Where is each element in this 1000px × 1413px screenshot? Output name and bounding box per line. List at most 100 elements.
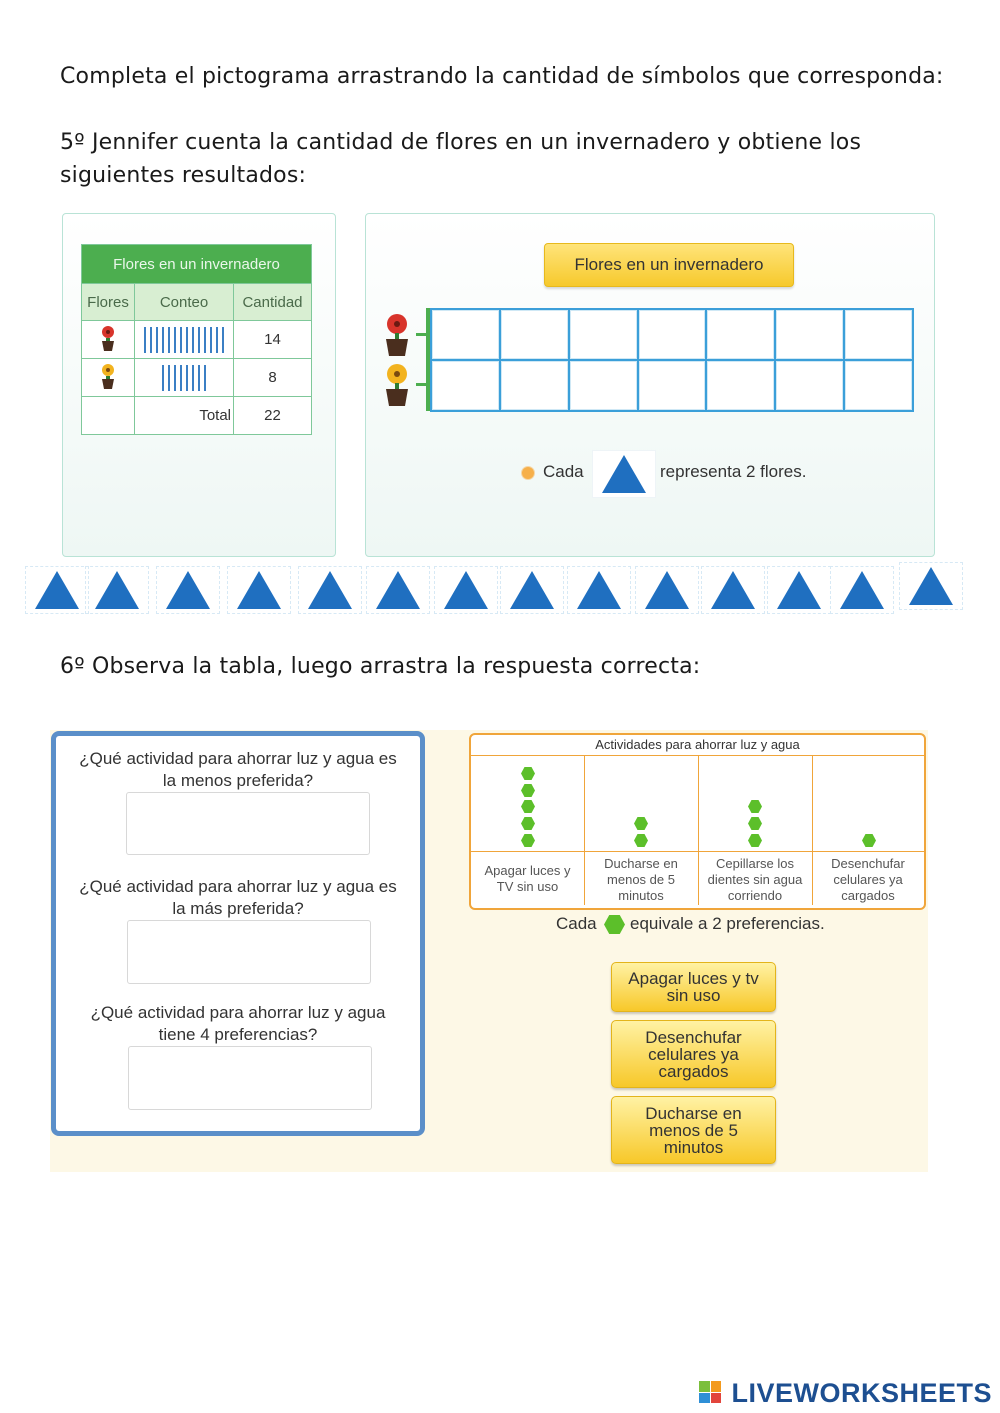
tally-mark bbox=[216, 326, 218, 353]
tally-mark bbox=[150, 326, 152, 353]
triangle-icon[interactable] bbox=[434, 566, 498, 614]
pictogram-drop-grid[interactable] bbox=[430, 308, 914, 412]
drop-cell[interactable] bbox=[638, 361, 706, 410]
tally-table-caption: Flores en un invernadero bbox=[81, 244, 312, 284]
tally-mark bbox=[186, 364, 188, 391]
tally-mark bbox=[174, 326, 176, 353]
triangle-icon[interactable] bbox=[298, 566, 362, 614]
question-3: ¿Qué actividad para ahorrar luz y agua t… bbox=[90, 1003, 386, 1044]
tally-marks-yellow bbox=[134, 358, 234, 397]
drop-cell[interactable] bbox=[845, 361, 912, 410]
tally-mark bbox=[180, 364, 182, 391]
tally-mark bbox=[210, 326, 212, 353]
tally-mark bbox=[144, 326, 146, 353]
question-1: ¿Qué actividad para ahorrar luz y agua e… bbox=[79, 749, 397, 790]
axis-tick bbox=[416, 383, 428, 386]
legend-pre: Cada bbox=[543, 462, 584, 481]
triangle-icon[interactable] bbox=[830, 566, 894, 614]
yellow-flower-icon bbox=[81, 358, 135, 397]
drop-cell[interactable] bbox=[638, 310, 706, 359]
tally-mark bbox=[162, 364, 164, 391]
yellow-flower-icon bbox=[386, 364, 408, 406]
column-label: Cepillarse los dientes sin agua corriend… bbox=[707, 856, 803, 903]
hexagon-icon bbox=[634, 817, 648, 830]
drop-cell[interactable] bbox=[707, 310, 775, 359]
tally-mark bbox=[186, 326, 188, 353]
divider bbox=[471, 851, 924, 852]
exercise5-prompt-line1: 5º Jennifer cuenta la cantidad de flores… bbox=[60, 130, 862, 155]
activities-pictogram-title: Actividades para ahorrar luz y agua bbox=[471, 735, 924, 756]
red-flower-icon bbox=[81, 320, 135, 359]
pictogram-title: Flores en un invernadero bbox=[544, 243, 794, 287]
drop-cell[interactable] bbox=[432, 361, 499, 410]
questions-panel: ¿Qué actividad para ahorrar luz y agua e… bbox=[51, 731, 425, 1136]
legend2-post: equivale a 2 preferencias. bbox=[630, 914, 825, 933]
answer-drop-zone-2[interactable] bbox=[127, 920, 371, 984]
instructions-text: Completa el pictograma arrastrando la ca… bbox=[60, 64, 944, 89]
triangle-icon[interactable] bbox=[227, 566, 291, 614]
tally-mark bbox=[168, 326, 170, 353]
hexagon-icon bbox=[634, 834, 648, 847]
triangle-icon[interactable] bbox=[500, 566, 564, 614]
legend-bullet-icon bbox=[521, 466, 535, 480]
tally-table: Flores en un invernadero Flores Conteo C… bbox=[81, 244, 312, 435]
pictogram-axis bbox=[426, 308, 430, 411]
liveworksheets-logo: LIVEWORKSHEETS bbox=[731, 1378, 992, 1408]
hexagon-icon bbox=[521, 817, 535, 830]
tally-mark bbox=[192, 326, 194, 353]
drop-cell[interactable] bbox=[500, 310, 568, 359]
activities-pictogram: Actividades para ahorrar luz y agua Apag… bbox=[469, 733, 926, 910]
hexagon-icon bbox=[748, 800, 762, 813]
drop-cell[interactable] bbox=[776, 310, 844, 359]
answer-drop-zone-1[interactable] bbox=[126, 792, 370, 855]
tally-mark bbox=[174, 364, 176, 391]
drop-cell[interactable] bbox=[707, 361, 775, 410]
table-row: 8 bbox=[81, 358, 312, 397]
drop-cell[interactable] bbox=[569, 361, 637, 410]
triangle-icon[interactable] bbox=[85, 566, 149, 614]
hexagon-icon bbox=[604, 915, 625, 934]
table-row: 14 bbox=[81, 320, 312, 359]
triangle-icon bbox=[592, 450, 656, 498]
drop-cell[interactable] bbox=[500, 361, 568, 410]
tally-mark bbox=[156, 326, 158, 353]
hexagon-icon bbox=[521, 800, 535, 813]
triangle-icon[interactable] bbox=[366, 566, 430, 614]
tally-mark bbox=[222, 326, 224, 353]
hexagon-icon bbox=[521, 834, 535, 847]
column-desenchufar: Desenchufar celulares ya cargados bbox=[812, 755, 924, 905]
hexagon-icon bbox=[748, 834, 762, 847]
tally-mark bbox=[198, 326, 200, 353]
exercise6-prompt: 6º Observa la tabla, luego arrastra la r… bbox=[60, 654, 701, 679]
drop-cell[interactable] bbox=[569, 310, 637, 359]
triangle-icon[interactable] bbox=[899, 562, 963, 610]
tally-marks-red bbox=[134, 320, 234, 359]
liveworksheets-logo-icon bbox=[699, 1381, 721, 1403]
answer-drop-zone-3[interactable] bbox=[128, 1046, 372, 1110]
hexagon-icon bbox=[521, 767, 535, 780]
triangle-icon[interactable] bbox=[701, 566, 765, 614]
tally-mark bbox=[192, 364, 194, 391]
column-label: Apagar luces y TV sin uso bbox=[484, 863, 571, 894]
header-conteo: Conteo bbox=[134, 283, 234, 321]
legend2-pre: Cada bbox=[556, 914, 597, 933]
triangle-icon[interactable] bbox=[25, 566, 89, 614]
drop-cell[interactable] bbox=[432, 310, 499, 359]
question-2: ¿Qué actividad para ahorrar luz y agua e… bbox=[79, 877, 397, 918]
tally-mark bbox=[204, 326, 206, 353]
tally-mark bbox=[168, 364, 170, 391]
triangle-icon[interactable] bbox=[567, 566, 631, 614]
hexagon-icon bbox=[862, 834, 876, 847]
header-flores: Flores bbox=[81, 283, 135, 321]
column-label: Ducharse en menos de 5 minutos bbox=[604, 856, 678, 903]
triangle-icon[interactable] bbox=[156, 566, 220, 614]
drop-cell[interactable] bbox=[776, 361, 844, 410]
triangle-icon[interactable] bbox=[635, 566, 699, 614]
legend-post: representa 2 flores. bbox=[660, 462, 807, 481]
drop-cell[interactable] bbox=[845, 310, 912, 359]
quantity-red: 14 bbox=[233, 320, 312, 359]
triangle-icon[interactable] bbox=[767, 566, 831, 614]
